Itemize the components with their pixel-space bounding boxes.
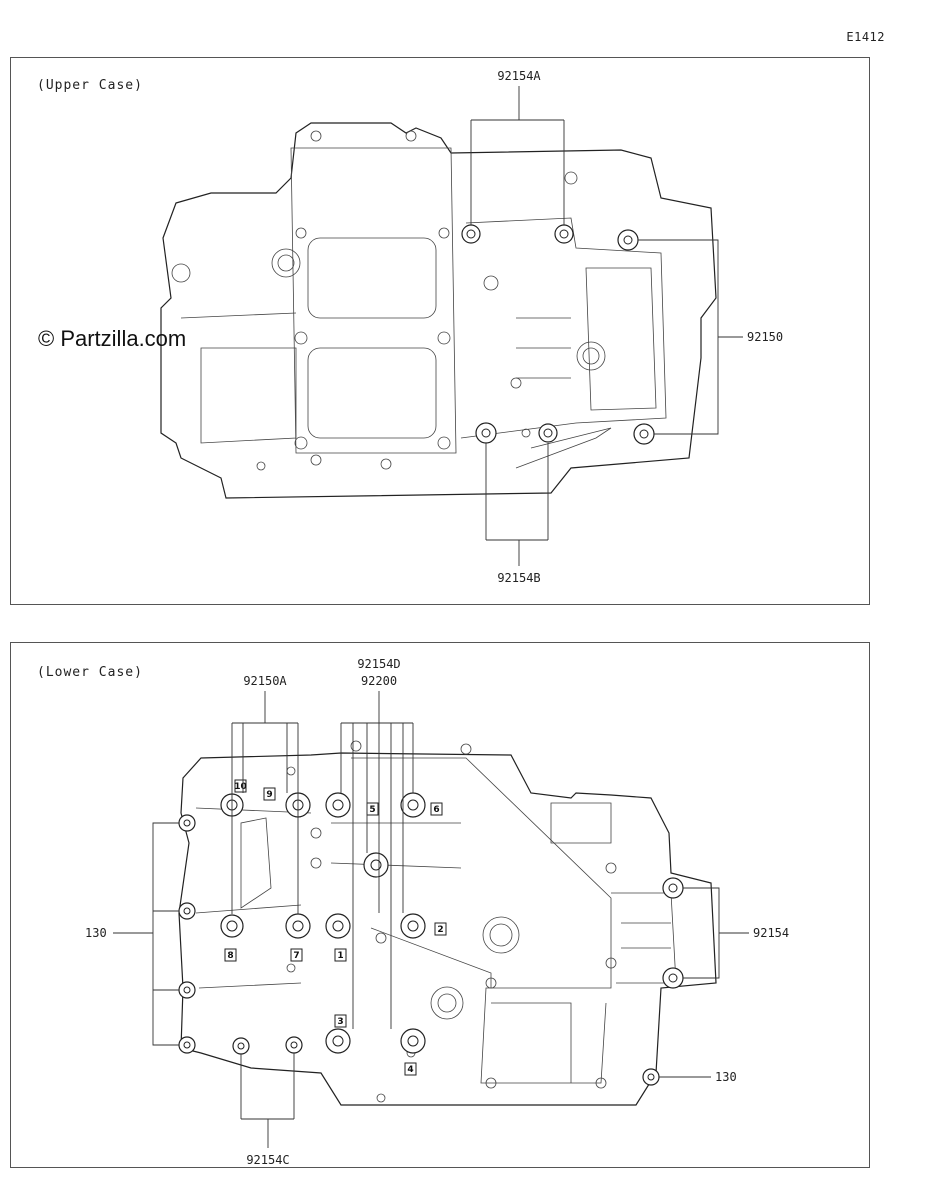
lower-bolt: [178, 1036, 196, 1054]
svg-text:7: 7: [293, 951, 299, 961]
svg-text:6: 6: [433, 805, 439, 815]
lower-bolt: [232, 1037, 250, 1055]
main-bearing-bolt: [285, 913, 311, 939]
upper-bolt: [554, 224, 574, 244]
main-bearing-bolt: [220, 914, 244, 938]
leader-130-left: [113, 822, 179, 1046]
lower-bolt: [662, 967, 684, 989]
sequence-tag: 10: [234, 779, 247, 793]
svg-text:4: 4: [407, 1065, 413, 1075]
label-92154B: 92154B: [497, 571, 540, 585]
lower-case-panel: (Lower Case): [10, 642, 870, 1168]
main-bearing-bolt: [400, 1028, 426, 1054]
label-92154A: 92154A: [497, 69, 541, 83]
sequence-tag: 6: [430, 802, 443, 816]
label-92150A: 92150A: [243, 674, 287, 688]
sequence-tag: 9: [263, 787, 276, 801]
upper-case-title: (Upper Case): [37, 78, 143, 93]
leader-92150A: [231, 691, 299, 914]
upper-crankcase-outline: [160, 122, 717, 499]
sequence-tag: 3: [334, 1014, 347, 1028]
main-bearing-bolt: [325, 913, 351, 939]
lower-bolt: [642, 1068, 660, 1086]
upper-case-panel: (Upper Case): [10, 57, 870, 605]
upper-bolt: [461, 224, 481, 244]
upper-bolt: [633, 423, 655, 445]
lower-bolt: [178, 814, 196, 832]
upper-bolt: [538, 423, 558, 443]
svg-text:3: 3: [337, 1017, 343, 1027]
upper-case-drawing: 92154A 92154B 92150: [160, 69, 783, 585]
sequence-tag: 8: [224, 948, 237, 962]
sequence-tag: 4: [404, 1062, 417, 1076]
main-bearing-bolt: [400, 792, 426, 818]
leader-92154A: [470, 86, 565, 225]
svg-text:1: 1: [337, 951, 343, 961]
main-bearing-bolt: [325, 1028, 351, 1054]
label-92154C: 92154C: [246, 1153, 289, 1167]
sequence-tag: 2: [434, 922, 447, 936]
leader-92154B: [485, 443, 549, 566]
sequence-tag: 1: [334, 948, 347, 962]
label-92150: 92150: [747, 330, 783, 344]
watermark: © Partzilla.com: [38, 326, 187, 351]
figure-reference: E1412: [846, 30, 885, 44]
leader-92154-right: [683, 887, 749, 979]
label-92200: 92200: [361, 674, 397, 688]
main-bearing-bolt: [363, 852, 389, 878]
sequence-tag: 5: [366, 802, 379, 816]
main-bearing-bolt: [400, 913, 426, 939]
label-130-right: 130: [715, 1070, 737, 1084]
svg-text:2: 2: [437, 925, 443, 935]
label-92154D: 92154D: [357, 657, 400, 671]
sequence-tag: 7: [290, 948, 303, 962]
lower-crankcase-outline: [178, 752, 717, 1106]
upper-bolt: [617, 229, 639, 251]
svg-text:9: 9: [266, 790, 272, 800]
leader-92150: [638, 239, 743, 435]
leader-92154D-92200: [340, 691, 414, 1029]
lower-bolt: [285, 1036, 303, 1054]
label-130-left: 130: [85, 926, 107, 940]
upper-bolt: [475, 422, 497, 444]
main-bearing-bolt: [325, 792, 351, 818]
leader-92154C: [240, 1053, 295, 1148]
lower-case-title: (Lower Case): [37, 665, 143, 680]
lower-case-drawing: 1 2 3 4 5 6 7 8 9 10 92150A 92154D 92200…: [85, 657, 789, 1167]
lower-bolt: [178, 902, 196, 920]
lower-bolt: [178, 981, 196, 999]
svg-text:10: 10: [234, 782, 247, 792]
lower-bolt: [662, 877, 684, 899]
svg-text:5: 5: [369, 805, 375, 815]
svg-text:8: 8: [227, 951, 233, 961]
label-92154: 92154: [753, 926, 789, 940]
